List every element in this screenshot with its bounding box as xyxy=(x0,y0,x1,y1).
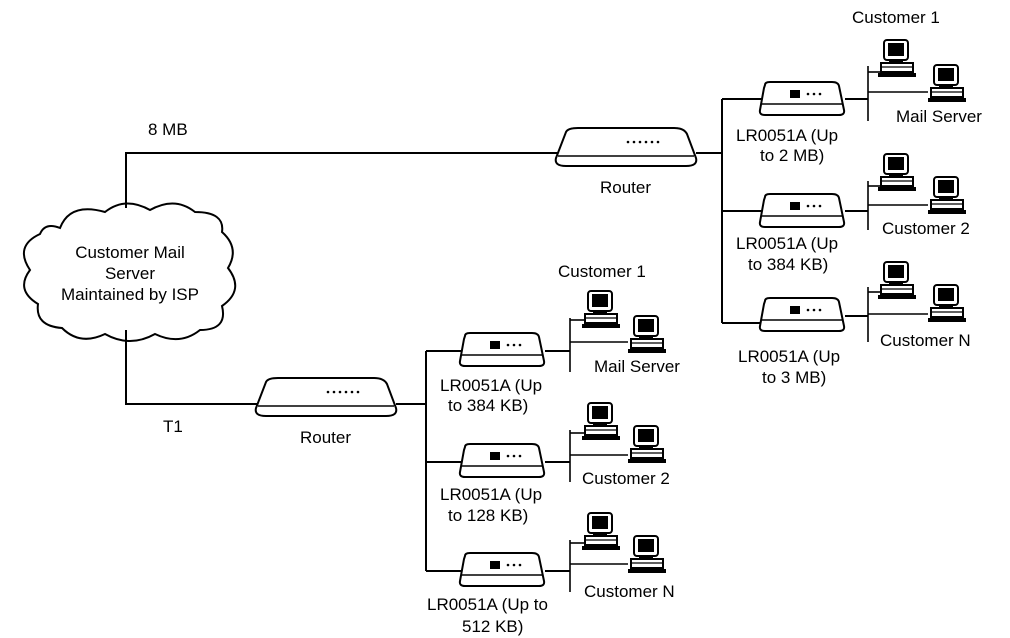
bottom-customer-2: Customer 2 xyxy=(569,402,670,488)
top-customer-n: Customer N xyxy=(867,261,971,350)
top-customer-2-label: Customer 2 xyxy=(882,219,970,238)
bottom-customer-1-title: Customer 1 xyxy=(558,262,646,281)
computer-icon xyxy=(581,402,621,441)
top-modem-1-label-line-2: to 2 MB) xyxy=(760,146,824,165)
computer-icon xyxy=(627,315,667,354)
computer-icon xyxy=(627,535,667,574)
top-link-speed: 8 MB xyxy=(148,120,188,139)
top-modem-2-label-line-2: to 384 KB) xyxy=(748,255,828,274)
bottom-modem-3-label-line-2: 512 KB) xyxy=(462,617,523,636)
isp-cloud: Customer Mail Server Maintained by ISP xyxy=(22,202,237,342)
computer-icon xyxy=(927,64,967,103)
cloud-label-line-1: Customer Mail xyxy=(75,243,185,262)
top-modem-1-label-line-1: LR0051A (Up xyxy=(736,126,838,145)
modem-icon xyxy=(458,332,546,367)
top-modem-3-label-line-1: LR0051A (Up xyxy=(738,347,840,366)
computer-icon xyxy=(581,290,621,329)
computer-icon xyxy=(877,261,917,300)
bottom-customer-1: Customer 1 Mail Server xyxy=(558,262,680,376)
top-link: 8 MB xyxy=(125,120,562,208)
top-customer-n-label: Customer N xyxy=(880,331,971,350)
modem-icon xyxy=(758,81,846,116)
bottom-modem-2: LR0051A (Up to 128 KB) xyxy=(426,443,570,525)
bottom-modem-2-label-line-2: to 128 KB) xyxy=(448,506,528,525)
computer-icon xyxy=(927,176,967,215)
computer-icon xyxy=(627,425,667,464)
top-modem-2-label-line-1: LR0051A (Up xyxy=(736,234,838,253)
top-router-label: Router xyxy=(600,178,651,197)
bottom-modem-3: LR0051A (Up to 512 KB) xyxy=(426,552,570,636)
computer-icon xyxy=(877,153,917,192)
bottom-customer-n-label: Customer N xyxy=(584,582,675,601)
top-customer-1-label: Mail Server xyxy=(896,107,982,126)
computer-icon xyxy=(927,284,967,323)
bottom-modem-1-label-line-1: LR0051A (Up xyxy=(440,376,542,395)
top-customer-1: Customer 1 Mail Server xyxy=(852,8,982,126)
top-customer-2: Customer 2 xyxy=(867,153,970,238)
bottom-customer-2-label: Customer 2 xyxy=(582,469,670,488)
bottom-modem-1: LR0051A (Up to 384 KB) xyxy=(426,332,570,415)
computer-icon xyxy=(581,512,621,551)
modem-icon xyxy=(758,297,846,332)
bottom-customer-n: Customer N xyxy=(569,512,675,601)
bottom-customer-1-label: Mail Server xyxy=(594,357,680,376)
top-modem-2: LR0051A (Up to 384 KB) xyxy=(722,193,868,274)
top-modem-1: LR0051A (Up to 2 MB) xyxy=(722,81,868,165)
bottom-modem-1-label-line-2: to 384 KB) xyxy=(448,396,528,415)
top-modem-3: LR0051A (Up to 3 MB) xyxy=(722,297,868,387)
top-router: Router xyxy=(554,127,698,197)
cloud-label-line-2: Server xyxy=(105,264,155,283)
modem-icon xyxy=(458,552,546,587)
bottom-link-speed: T1 xyxy=(163,417,183,436)
bottom-router: Router xyxy=(254,377,398,447)
top-customer-1-title: Customer 1 xyxy=(852,8,940,27)
modem-icon xyxy=(758,193,846,228)
computer-icon xyxy=(877,39,917,78)
bottom-modem-3-label-line-1: LR0051A (Up to xyxy=(427,595,548,614)
router-icon xyxy=(554,127,698,167)
modem-icon xyxy=(458,443,546,478)
bottom-link: T1 xyxy=(125,330,262,436)
cloud-label-line-3: Maintained by ISP xyxy=(61,285,199,304)
top-modem-3-label-line-2: to 3 MB) xyxy=(762,368,826,387)
bottom-modem-2-label-line-1: LR0051A (Up xyxy=(440,485,542,504)
bottom-router-label: Router xyxy=(300,428,351,447)
router-icon xyxy=(254,377,398,417)
